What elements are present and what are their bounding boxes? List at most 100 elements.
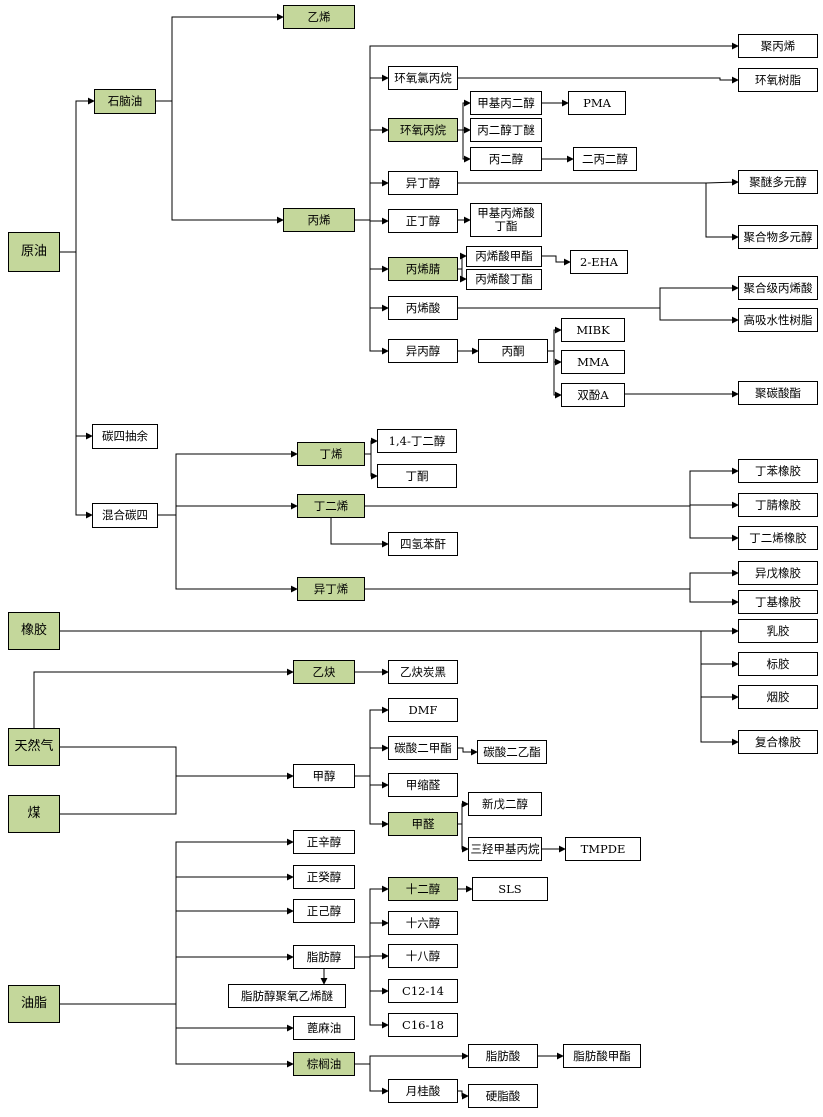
edge-propylene-to-isopropanol	[355, 219, 389, 355]
edge-mixed-c4-to-butadiene	[175, 502, 298, 515]
node-tmp: 三羟甲基丙烷	[468, 837, 542, 861]
node-butyl-methacrylate: 甲基丙烯酸丁酯	[470, 203, 542, 237]
edge-naphtha-to-propylene	[171, 101, 284, 224]
node-superabsorbent-resin: 高吸水性树脂	[738, 308, 818, 332]
node-mibk: MIBK	[561, 318, 625, 342]
edge-palm-oil-to-fatty-acid	[355, 1052, 469, 1065]
node-crude-oil: 原油	[8, 232, 60, 272]
node-methylal: 甲缩醛	[388, 773, 458, 797]
edge-mixed-c4-to-isobutylene	[175, 515, 298, 593]
node-polycarbonate: 聚碳酸酯	[738, 381, 818, 405]
edge-crude-oil-to-mixed-c4	[75, 436, 93, 519]
node-butadiene: 丁二烯	[297, 494, 365, 518]
node-sbr: 丁苯橡胶	[738, 459, 818, 483]
node-tsr: 标胶	[738, 652, 818, 676]
edge-acrylonitrile-to-butyl-acrylate	[459, 269, 467, 283]
edge-dmc-to-dec	[458, 747, 478, 756]
node-epoxy-resin: 环氧树脂	[738, 68, 818, 92]
node-c4-raffinate: 碳四抽余	[92, 424, 158, 449]
node-neopentyl-glycol: 新戊二醇	[468, 792, 542, 816]
edge-palm-oil-to-lauric-acid	[369, 1064, 389, 1095]
node-isopropanol: 异丙醇	[388, 339, 458, 363]
node-propylene: 丙烯	[283, 208, 355, 232]
node-ir: 异戊橡胶	[738, 561, 818, 585]
edge-methanol-to-formaldehyde	[369, 785, 389, 828]
node-natural-gas: 天然气	[8, 728, 60, 766]
edge-butadiene-to-br	[689, 506, 739, 542]
node-pg-butyl-ether: 丙二醇丁醚	[470, 118, 542, 142]
node-c12-14: C12-14	[388, 979, 458, 1003]
node-2-eha: 2-EHA	[570, 250, 628, 274]
node-polyether-polyol: 聚醚多元醇	[738, 170, 818, 194]
edge-oils-fats-to-n-octanol	[60, 838, 294, 1005]
node-formaldehyde: 甲醛	[388, 812, 458, 836]
node-palm-oil: 棕榈油	[293, 1052, 355, 1076]
edge-epichlorohydrin-to-epoxy-resin	[458, 76, 739, 84]
edge-butene-to-bdo	[365, 437, 378, 455]
node-n-decanol: 正癸醇	[293, 865, 355, 889]
node-iir: 丁基橡胶	[738, 590, 818, 614]
node-lauryl-alcohol: 十二醇	[388, 877, 458, 901]
edge-coal-to-methanol	[60, 776, 177, 815]
node-methyl-propanediol: 甲基丙二醇	[470, 91, 542, 115]
node-coal: 煤	[8, 795, 60, 833]
node-fatty-acid: 脂肪酸	[468, 1044, 538, 1068]
node-fatty-alcohol: 脂肪醇	[293, 945, 355, 969]
node-mma: MMA	[561, 350, 625, 374]
node-butyl-acrylate: 丙烯酸丁酯	[466, 269, 542, 290]
edge-propylene-oxide-to-propylene-glycol	[462, 130, 471, 163]
node-latex: 乳胶	[738, 619, 818, 643]
node-acetylene-black: 乙炔炭黑	[388, 660, 458, 684]
node-mek: 丁酮	[377, 464, 457, 488]
node-n-hexanol: 正己醇	[293, 899, 355, 923]
node-polymer-polyol: 聚合物多元醇	[738, 225, 818, 249]
node-propylene-oxide: 环氧丙烷	[388, 118, 458, 142]
edge-natural-gas-to-acetylene	[33, 668, 294, 728]
node-sls: SLS	[472, 877, 548, 901]
node-polymer-grade-acrylic-acid: 聚合级丙烯酸	[738, 276, 818, 300]
node-dmf: DMF	[388, 698, 458, 722]
edge-acetone-to-bisphenol-a	[553, 362, 562, 399]
node-dipropylene-glycol: 二丙二醇	[573, 147, 637, 171]
edge-acrylonitrile-to-methyl-acrylate	[458, 252, 467, 270]
node-castor-oil: 蓖麻油	[293, 1016, 355, 1040]
node-oils-fats: 油脂	[8, 985, 60, 1023]
edge-polyether-polyol-to-polymer-polyol	[705, 183, 739, 241]
edge-isobutylene-to-iir	[689, 589, 739, 606]
node-isobutanol: 异丁醇	[388, 171, 458, 195]
node-n-octanol: 正辛醇	[293, 830, 355, 854]
node-fatty-acid-methyl-ester: 脂肪酸甲酯	[563, 1044, 641, 1068]
edge-mixed-c4-to-butene	[158, 450, 298, 516]
edge-rubber-to-compound-rubber	[700, 697, 739, 746]
node-lauric-acid: 月桂酸	[388, 1079, 458, 1103]
node-tmpde: TMPDE	[565, 837, 641, 861]
node-polypropylene: 聚丙烯	[738, 34, 818, 58]
edge-acrylic-acid-to-polymer-grade-acrylic-acid	[458, 284, 739, 309]
edge-butadiene-to-sbr	[365, 467, 739, 507]
edge-naphtha-to-ethylene	[156, 13, 284, 102]
node-dec: 碳酸二乙酯	[477, 740, 547, 764]
node-acrylic-acid: 丙烯酸	[388, 296, 458, 320]
node-compound-rubber: 复合橡胶	[738, 730, 818, 754]
edge-crude-oil-to-naphtha	[60, 97, 95, 253]
node-rss: 烟胶	[738, 685, 818, 709]
node-nbr: 丁腈橡胶	[738, 493, 818, 517]
edge-acetone-to-mibk	[548, 326, 562, 352]
node-dmc: 碳酸二甲酯	[388, 736, 458, 760]
edge-oils-fats-to-palm-oil	[175, 1028, 294, 1068]
node-n-butanol: 正丁醇	[388, 209, 458, 233]
node-rubber: 橡胶	[8, 612, 60, 650]
edge-butadiene-to-thpa	[330, 518, 389, 548]
node-butene: 丁烯	[297, 442, 365, 466]
edge-formaldehyde-to-tmp	[461, 824, 469, 853]
node-naphtha: 石脑油	[94, 89, 156, 114]
edge-butene-to-mek	[370, 454, 378, 480]
node-br: 丁二烯橡胶	[738, 526, 818, 550]
node-epichlorohydrin: 环氧氯丙烷	[388, 66, 458, 90]
node-c16-18: C16-18	[388, 1013, 458, 1037]
node-acetone: 丙酮	[478, 339, 548, 363]
node-pma: PMA	[568, 91, 626, 115]
node-methyl-acrylate: 丙烯酸甲酯	[466, 246, 542, 267]
node-aeo: 脂肪醇聚氧乙烯醚	[228, 984, 346, 1008]
